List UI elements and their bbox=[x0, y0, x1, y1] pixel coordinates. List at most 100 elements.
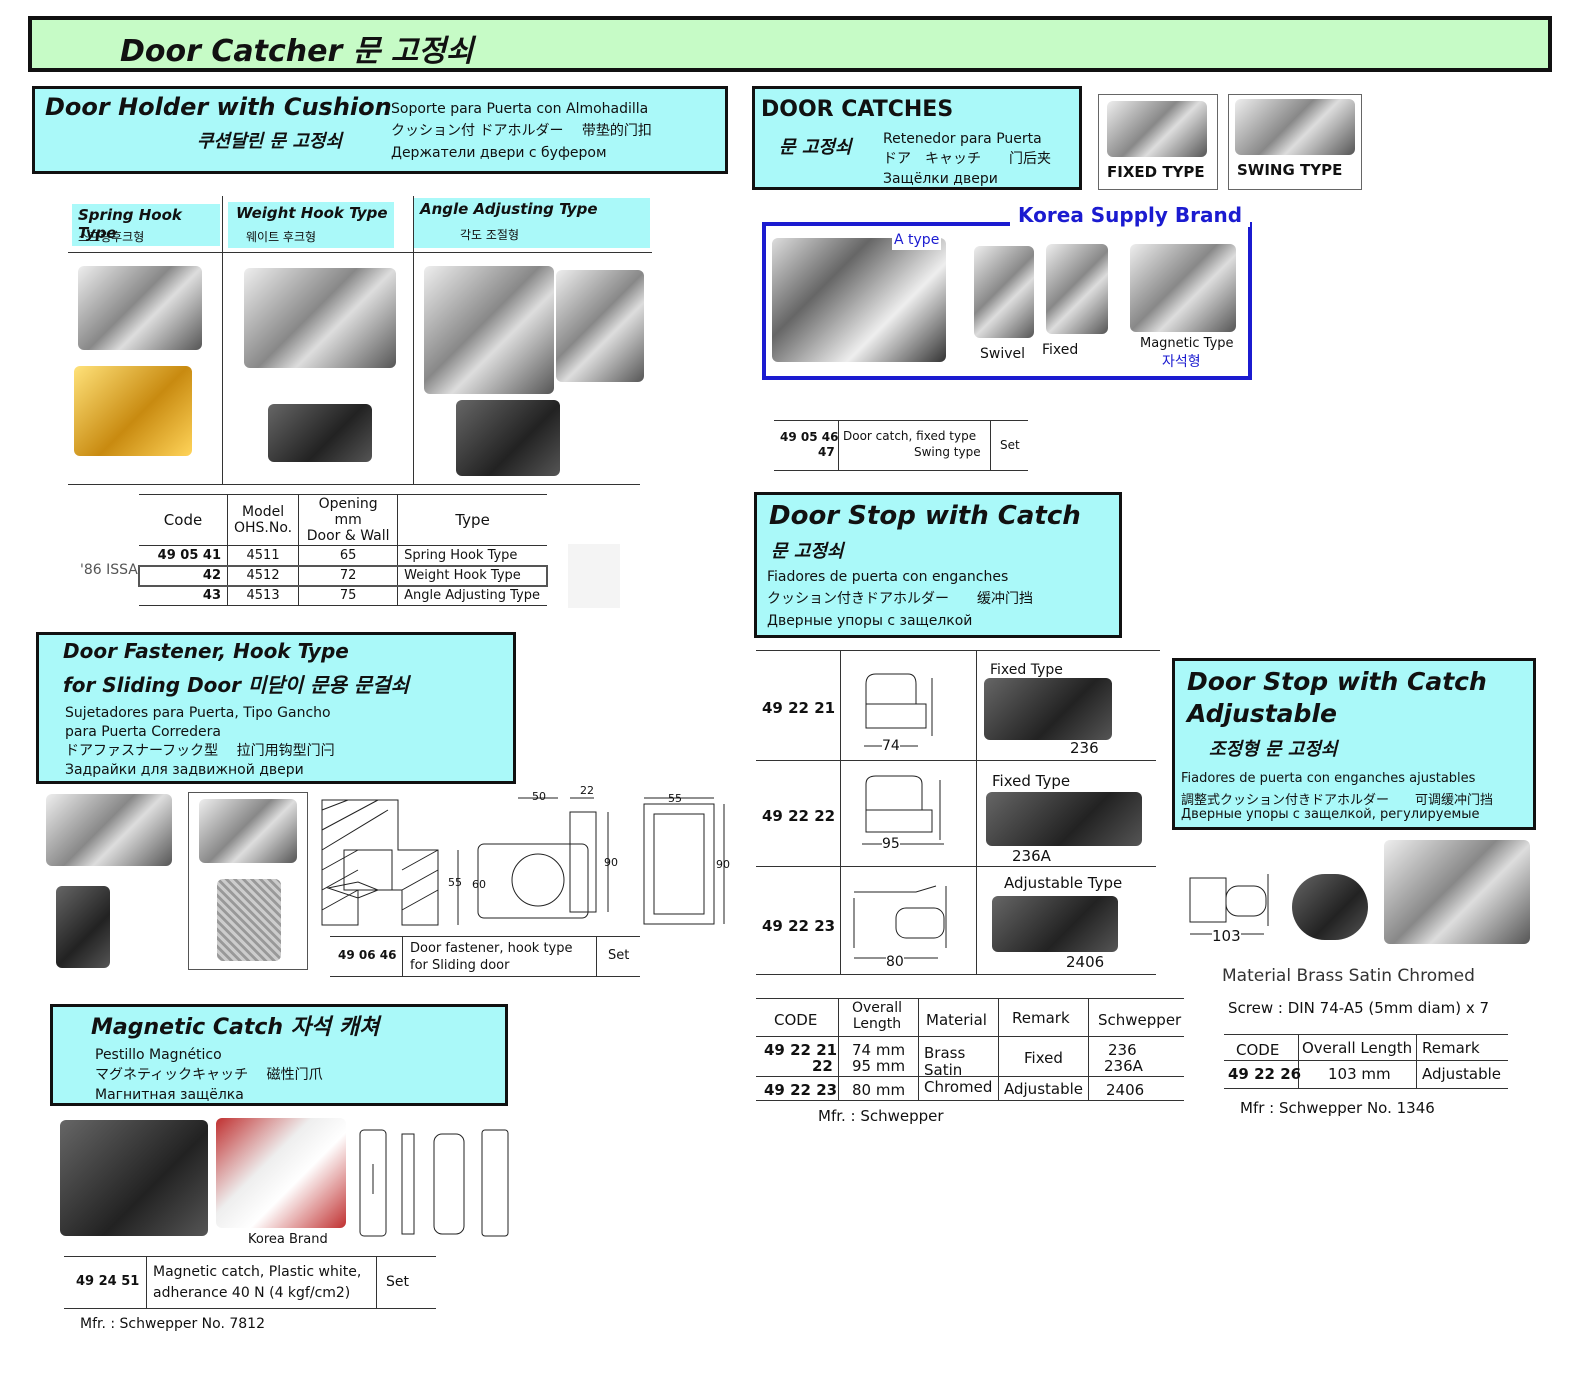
type-angle-kr: 각도 조절형 bbox=[460, 228, 520, 242]
fastener-keeper-image bbox=[56, 886, 110, 968]
a-type-image bbox=[772, 238, 946, 362]
swivel-label: Swivel bbox=[980, 346, 1026, 362]
holder-grid-bottom bbox=[68, 484, 640, 485]
magnetic-desc-2: adherance 40 N (4 kgf/cm2) bbox=[153, 1285, 351, 1301]
magnetic-table-top bbox=[64, 1256, 436, 1257]
spec-h-remark: Remark bbox=[1012, 1009, 1070, 1027]
fixed-type-card: FIXED TYPE bbox=[1098, 94, 1218, 190]
stop-image-1 bbox=[984, 678, 1112, 740]
type-spring-kr: 스프링후크형 bbox=[78, 230, 145, 244]
adjustable-ru: Дверные упоры с защелкой, регулируемые bbox=[1181, 807, 1480, 822]
dim-22: 22 bbox=[580, 784, 594, 797]
spec-remark-2: Adjustable bbox=[1004, 1080, 1083, 1098]
adjustable-es: Fiadores de puerta con enganches ajustab… bbox=[1181, 771, 1476, 786]
fastener-table-v2 bbox=[596, 936, 597, 976]
holder-grid-v1 bbox=[222, 196, 223, 484]
spec-sch-2: 236A bbox=[1104, 1057, 1143, 1075]
stop-mfr: Mfr. : Schwepper bbox=[818, 1107, 944, 1125]
adjustable-screw: Screw : DIN 74-A5 (5mm diam) x 7 bbox=[1228, 999, 1490, 1017]
spec-len-2: 95 mm bbox=[852, 1057, 906, 1075]
catches-desc-2: Swing type bbox=[914, 445, 981, 459]
stop-es: Fiadores de puerta con enganches bbox=[767, 569, 1009, 585]
angle-adjusting-knob-image bbox=[556, 270, 644, 382]
stop-grid-r1 bbox=[756, 760, 1156, 761]
fastener-code: 49 06 46 bbox=[338, 948, 397, 962]
spec-v4 bbox=[1088, 998, 1089, 1100]
fastener-photo-frame bbox=[188, 792, 308, 970]
page-banner: Door Catcher 문 고정쇠 bbox=[28, 16, 1552, 72]
holder-grid-top bbox=[68, 252, 652, 253]
adj-table-v1 bbox=[1298, 1034, 1299, 1088]
stop-dim-3: 80 bbox=[886, 952, 904, 972]
dim-90a: 90 bbox=[604, 856, 618, 869]
magnetic-code: 49 24 51 bbox=[76, 1274, 140, 1289]
holder-type-2: Weight Hook Type bbox=[404, 568, 521, 583]
holder-model-3: 4513 bbox=[227, 585, 300, 606]
adj-h-remark: Remark bbox=[1422, 1039, 1480, 1057]
swivel-image bbox=[974, 246, 1034, 338]
type-weight-label: Weight Hook Type bbox=[236, 204, 388, 222]
magnetic-drawing-svg bbox=[359, 1129, 509, 1237]
fastener-hook-image bbox=[46, 794, 172, 866]
adjustable-plate-image bbox=[1292, 874, 1368, 940]
magnetic-mfr: Mfr. : Schwepper No. 7812 bbox=[80, 1316, 265, 1332]
spring-hook-brass-image bbox=[74, 366, 192, 456]
spec-v1 bbox=[838, 998, 839, 1100]
stop-code-1: 49 22 21 bbox=[762, 699, 836, 717]
stop-grid-top bbox=[756, 650, 1160, 651]
fastener-desc-2: for Sliding door bbox=[410, 958, 510, 973]
magnetic-table-bottom bbox=[64, 1308, 436, 1309]
holder-title-kr: 쿠션달린 문 고정쇠 bbox=[197, 131, 343, 152]
magnetic-korea-image bbox=[216, 1118, 346, 1228]
page-title: Door Catcher 문 고정쇠 bbox=[120, 34, 474, 69]
catches-code-1: 49 05 46 bbox=[780, 430, 839, 444]
fastener-header-panel: Door Fastener, Hook Type for Sliding Doo… bbox=[36, 632, 516, 784]
adj-code: 49 22 26 bbox=[1228, 1065, 1302, 1083]
catches-table-top bbox=[774, 420, 1028, 421]
spec-code-1: 49 22 21 bbox=[764, 1041, 838, 1059]
stop-drawing-2 bbox=[862, 775, 944, 845]
fastener-es-2: para Puerta Corredera bbox=[65, 724, 221, 740]
catches-code-2: 47 bbox=[818, 445, 835, 459]
holder-opening-3: 75 bbox=[298, 585, 399, 606]
th-model: Model OHS.No. bbox=[227, 494, 300, 546]
spec-h-material: Material bbox=[926, 1011, 987, 1029]
stop-jp: クッション付きドアホルダー 缓冲门挡 bbox=[767, 591, 1033, 607]
catches-table-v2 bbox=[990, 420, 991, 470]
type-weight-box: Weight Hook Type 웨이트 후크형 bbox=[228, 202, 394, 248]
holder-code-1: 49 05 41 bbox=[139, 545, 228, 566]
spec-len-1: 74 mm bbox=[852, 1041, 906, 1059]
stop-type-2: Fixed Type bbox=[992, 772, 1071, 790]
stop-code-3: 49 22 23 bbox=[762, 917, 836, 935]
fastener-drawing-svg bbox=[321, 797, 725, 926]
adj-h-length: Overall Length bbox=[1302, 1039, 1413, 1057]
magnetic-catch-image bbox=[60, 1120, 208, 1236]
fixed-type-image bbox=[1107, 101, 1207, 157]
holder-type-3: Angle Adjusting Type bbox=[404, 588, 540, 604]
th-opening: Opening mm Door & Wall bbox=[298, 494, 399, 546]
catches-kr: 문 고정쇠 bbox=[779, 137, 852, 158]
stop-dim-1: 74 bbox=[882, 736, 900, 756]
magnetic-table-v2 bbox=[376, 1256, 377, 1308]
stop-type-1: Fixed Type bbox=[990, 662, 1063, 678]
stop-title: Door Stop with Catch bbox=[769, 501, 1081, 531]
fastener-table-top bbox=[330, 936, 640, 937]
holder-code-2: 42 bbox=[139, 565, 228, 586]
holder-grid-v2 bbox=[413, 196, 414, 484]
spec-bottom bbox=[756, 1100, 1184, 1101]
spec-h-code: CODE bbox=[774, 1011, 818, 1029]
holder-model-2: 4512 bbox=[227, 565, 300, 586]
magnetic-jp: マグネティックキャッチ 磁性门爪 bbox=[95, 1067, 323, 1083]
spec-v3 bbox=[998, 998, 999, 1100]
catches-header-panel: DOOR CATCHES 문 고정쇠 Retenedor para Puerta… bbox=[752, 86, 1082, 190]
fastener-drawing: 50 22 55 60 90 55 90 bbox=[318, 784, 736, 940]
spec-code-3: 49 22 23 bbox=[764, 1081, 838, 1099]
holder-row-2: 42 4512 72 Weight Hook Type bbox=[139, 565, 547, 586]
stop-ru: Дверные упоры с защелкой bbox=[767, 613, 973, 629]
adj-table-top bbox=[1224, 1034, 1508, 1035]
magnetic-title: Magnetic Catch 자석 캐쳐 bbox=[91, 1015, 380, 1040]
adj-table-v2 bbox=[1416, 1034, 1417, 1088]
adjustable-material: Material Brass Satin Chromed bbox=[1222, 966, 1475, 986]
stop-num-1: 236 bbox=[1070, 739, 1099, 757]
spec-sch-1: 236 bbox=[1108, 1041, 1137, 1059]
